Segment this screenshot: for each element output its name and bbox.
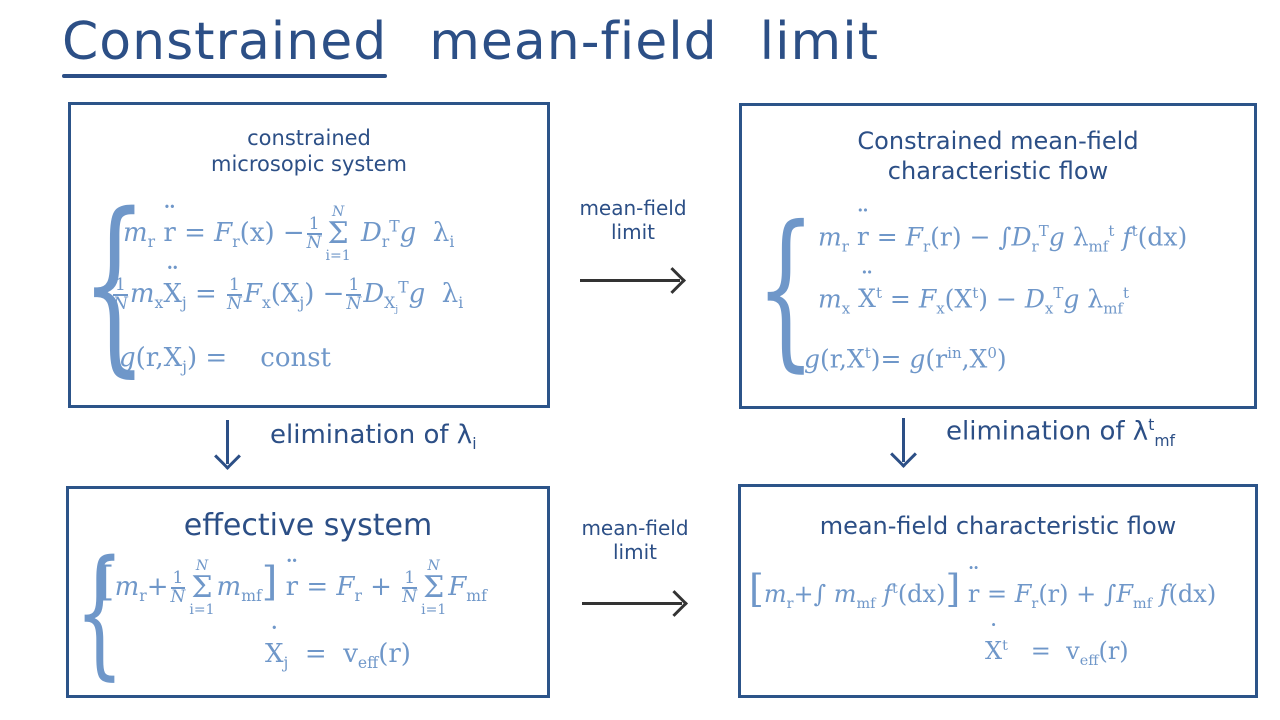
top-arrow-label-line1: mean-field bbox=[579, 196, 687, 220]
effective-eq-x: Xj = veff(r) bbox=[265, 639, 411, 672]
right-down-arrow bbox=[902, 418, 905, 462]
constrained-mf-flow-box: Constrained mean-field characteristic fl… bbox=[739, 103, 1257, 409]
microscopic-title-line1: constrained bbox=[247, 126, 371, 150]
right-elimination-sup: t bbox=[1148, 416, 1155, 434]
mf-flow-eq-x: mx Xt = Fx(Xt) − DxTg λmft bbox=[818, 284, 1129, 317]
top-right-arrow bbox=[580, 279, 680, 282]
constrained-mf-flow-title: Constrained mean-field characteristic fl… bbox=[742, 126, 1254, 186]
title-limit: limit bbox=[759, 12, 880, 72]
page-title: Constrained mean-field limit bbox=[62, 12, 880, 78]
title-mean-field: mean-field bbox=[429, 12, 718, 72]
right-elimination-sub: mf bbox=[1154, 431, 1175, 450]
microscopic-system-title: constrained microsopic system bbox=[71, 125, 547, 178]
bottom-mean-field-limit-label: mean-field limit bbox=[580, 516, 690, 564]
mfcf-eq-r: [mr+∫ mmf ft(dx)] r = Fr(r) + ∫Fmf f(dx) bbox=[749, 567, 1216, 612]
microscopic-eq-g: g(r,Xj) = const bbox=[119, 343, 332, 377]
title-constrained: Constrained bbox=[62, 12, 388, 78]
mf-flow-eq-g: g(r,Xt)= g(rin,X0) bbox=[804, 344, 1007, 374]
microscopic-title-line2: microsopic system bbox=[211, 152, 407, 177]
left-elimination-label: elimination of λi bbox=[270, 420, 477, 453]
microscopic-system-box: constrained microsopic system { mr r = F… bbox=[68, 102, 550, 408]
right-elimination-label: elimination of λtmf bbox=[946, 416, 1175, 450]
left-elimination-sub: i bbox=[472, 435, 477, 454]
mf-characteristic-flow-box: mean-field characteristic flow [mr+∫ mmf… bbox=[738, 484, 1258, 698]
bottom-right-arrow bbox=[582, 602, 682, 605]
left-down-arrow bbox=[226, 420, 229, 464]
mf-characteristic-flow-title: mean-field characteristic flow bbox=[819, 512, 1177, 540]
bottom-arrow-label-line2: limit bbox=[613, 540, 657, 564]
mf-flow-brace: { bbox=[756, 190, 816, 388]
mf-flow-title-line1: Constrained mean-field bbox=[857, 127, 1139, 155]
mfcf-eq-x: Xt = veff(r) bbox=[985, 637, 1129, 669]
microscopic-brace: { bbox=[81, 173, 148, 394]
effective-system-title: effective system bbox=[183, 508, 433, 543]
left-elimination-text: elimination of λ bbox=[270, 420, 473, 450]
mf-flow-eq-r: mr r = Fr(r) − ∫DrTg λmft ft(dx) bbox=[818, 222, 1187, 255]
top-arrow-label-line2: limit bbox=[611, 220, 655, 244]
right-elimination-text: elimination of λ bbox=[946, 416, 1149, 447]
top-mean-field-limit-label: mean-field limit bbox=[578, 196, 688, 244]
bottom-arrow-label-line1: mean-field bbox=[581, 516, 689, 540]
effective-brace: { bbox=[75, 531, 124, 694]
mf-flow-title-line2: characteristic flow bbox=[887, 157, 1109, 185]
